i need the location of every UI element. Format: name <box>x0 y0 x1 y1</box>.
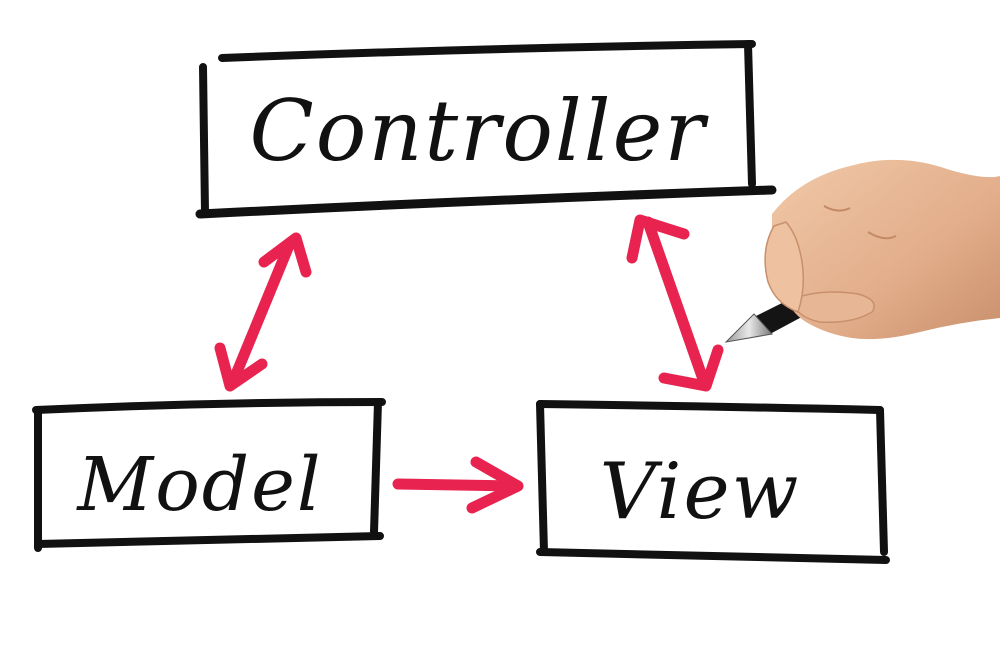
arrow-model-view <box>392 456 524 514</box>
view-label: View <box>600 447 801 537</box>
hand-holding-pen-icon <box>724 159 1000 343</box>
view-box: View <box>536 400 890 564</box>
model-label: Model <box>75 442 322 528</box>
arrow-controller-view <box>626 214 724 392</box>
model-box: Model <box>32 398 386 552</box>
arrow-controller-model <box>214 232 312 392</box>
controller-box: Controller <box>195 40 777 219</box>
controller-label: Controller <box>249 82 709 180</box>
